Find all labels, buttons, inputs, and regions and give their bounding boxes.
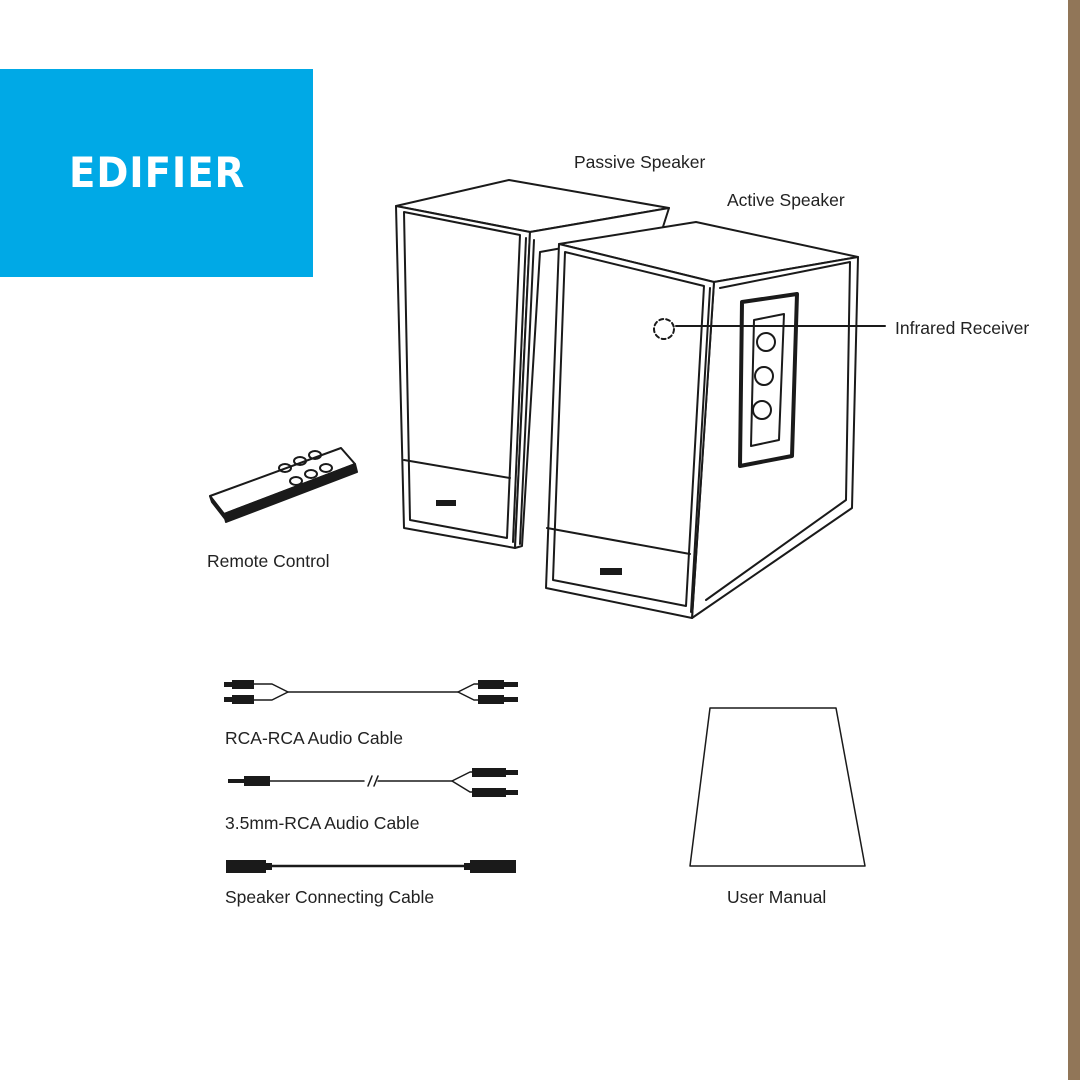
rca-cable-drawing [224,680,518,704]
user-manual-drawing [689,707,866,867]
control-knob-1 [756,332,776,352]
infrared-receiver-marker [653,318,675,340]
mini-jack-cable-label: 3.5mm-RCA Audio Cable [225,813,420,833]
passive-speaker-badge [436,500,456,506]
side-stripe [1068,0,1080,1080]
rca-cable-label: RCA-RCA Audio Cable [225,728,403,748]
mini-jack-cable-drawing [228,768,518,797]
active-speaker-label: Active Speaker [727,190,845,210]
passive-speaker-drawing [395,179,670,549]
active-speaker-badge [600,568,622,575]
remote-control-drawing [209,447,358,523]
brand-logo-text: EDIFIER [69,148,246,197]
control-knob-3 [752,400,772,420]
control-knob-2 [754,366,774,386]
speaker-cable-drawing [226,860,516,873]
user-manual-label: User Manual [727,887,827,907]
active-speaker-drawing [545,221,886,619]
passive-speaker-label: Passive Speaker [574,152,706,172]
remote-control-label: Remote Control [207,551,330,571]
brand-logo-block: EDIFIER [0,69,313,277]
infrared-receiver-label: Infrared Receiver [895,318,1030,338]
speaker-cable-label: Speaker Connecting Cable [225,887,435,907]
control-panel [738,292,799,468]
